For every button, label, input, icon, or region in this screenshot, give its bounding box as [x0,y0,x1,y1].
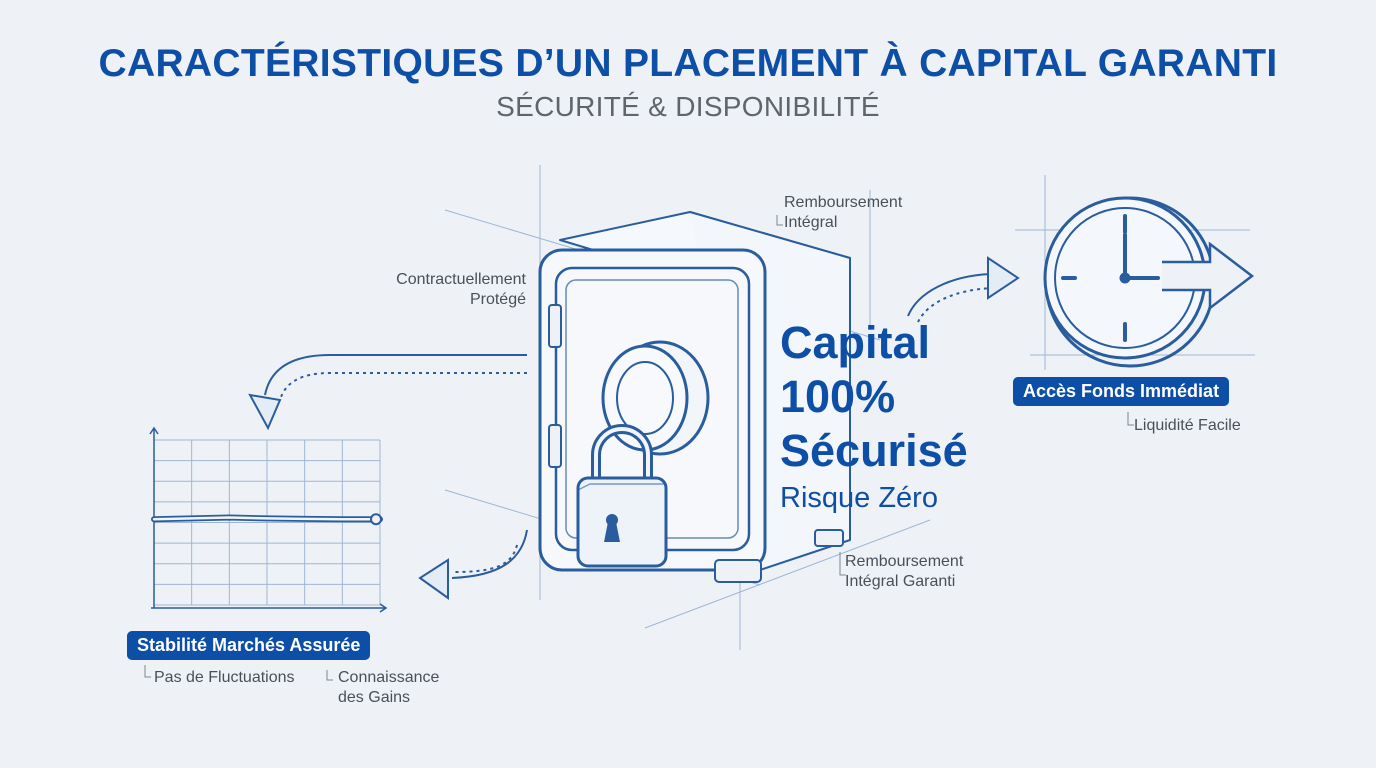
chart-series-endpoint [370,513,382,526]
callout-left-line1: Contractuellement [396,271,526,288]
callout-left: Contractuellement Protégé [356,270,526,310]
headline-line1: Capital [780,317,931,368]
leader-lines [144,215,1134,681]
callout-top: Remboursement Intégral [784,193,902,233]
stability-caption-gains: Connaissance des Gains [338,668,439,708]
page-subtitle: SÉCURITÉ & DISPONIBILITÉ [496,91,880,122]
stability-caption-gains-line1: Connaissance [338,669,440,686]
callout-bottom: Remboursement Intégral Garanti [845,552,963,592]
chart-y-axis-arrow [149,426,159,435]
headline-line2: 100% [780,371,896,422]
chart-x-axis-arrow [379,603,388,613]
safe-icon [538,211,851,583]
chart-series [151,513,383,526]
callout-bottom-line1: Remboursement [845,553,964,570]
callout-top-line2: Intégral [784,214,838,231]
clock-icon [1043,196,1255,368]
access-badge: Accès Fonds Immédiat [1013,377,1230,406]
capital-headline: Capital 100% Sécurisé Risque Zéro [780,316,1020,516]
risk-tagline: Risque Zéro [780,482,938,514]
page-title: CARACTÉRISTIQUES D’UN PLACEMENT À CAPITA… [98,42,1278,85]
headline-line3: Sécurisé [780,425,968,476]
chart-grid [153,439,381,606]
stability-badge: Stabilité Marchés Assurée [127,631,371,660]
callout-left-line2: Protégé [469,291,526,308]
callout-top-line1: Remboursement [784,194,903,211]
stability-caption-gains-line2: des Gains [338,689,411,706]
arrow-to-chart [248,354,527,431]
arrow-small-bottom [418,529,528,600]
access-caption: Liquidité Facile [1134,417,1241,434]
padlock-icon [576,424,668,568]
callout-bottom-line2: Intégral Garanti [845,573,956,590]
chart-series-line-highlight [152,516,382,521]
stability-caption-fluctuations: Pas de Fluctuations [154,669,295,686]
arrow-to-clock [907,256,1020,323]
line-chart-icon [149,426,388,613]
